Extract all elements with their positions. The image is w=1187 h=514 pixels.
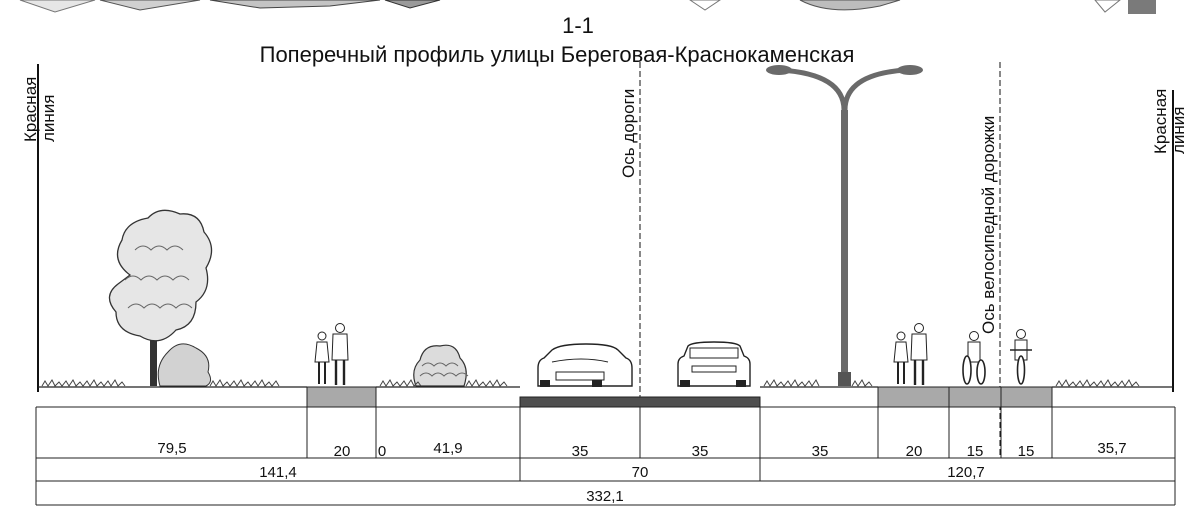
dim-left-total: 141,4 [259,464,297,481]
car-left [537,343,633,387]
dim-sidewalk-left: 20 [334,443,351,460]
dim-lane-2: 35 [692,443,709,460]
sidewalk-left [306,386,377,408]
dim-right-total: 120,7 [947,464,985,481]
street-lamp [766,65,923,386]
red-line-left-label-2: линия [39,94,58,142]
cyclist-right [1010,329,1032,385]
pedestrians-left [314,323,349,385]
car-right [677,341,751,387]
dimension-row-2: 141,4 70 120,7 [259,464,985,481]
dim-sidewalk-right: 20 [906,443,923,460]
bike-axis-label: Ось велосипедной дорожки [979,116,998,334]
dim-lawn-middle: 41,9 [433,440,462,457]
pedestrians-right [893,323,928,385]
cyclist-left [962,331,986,385]
dim-lawn-right: 35 [812,443,829,460]
tree-large [108,209,213,387]
dim-bike-lane-2: 15 [1018,443,1035,460]
drawing-title: Поперечный профиль улицы Береговая-Красн… [260,42,855,67]
ground-surface [38,379,1173,388]
section-number: 1-1 [562,13,594,38]
dim-lawn-far-right: 35,7 [1097,440,1126,457]
dim-overall-total: 332,1 [586,488,624,505]
roadway [519,396,761,408]
road-axis-label: Ось дороги [619,89,638,178]
dim-road-total: 70 [632,464,649,481]
cropped-artwork-top [19,0,1156,14]
dim-zero: 0 [378,443,386,460]
dimension-lines [35,406,1176,506]
sidewalk-right [877,386,950,408]
dimension-row-1: 79,5 20 0 41,9 35 35 35 20 15 15 35,7 [157,440,1126,460]
red-line-right-label-2: линия [1169,106,1187,154]
bike-lane-1 [948,386,1002,408]
dim-lawn-left: 79,5 [157,440,186,457]
red-line-left-label-1: Красная [21,77,40,142]
red-line-right-label-1: Красная [1151,89,1170,154]
shrub [413,344,469,387]
dim-bike-lane-1: 15 [967,443,984,460]
dim-lane-1: 35 [572,443,589,460]
bike-lane-2 [1000,386,1053,408]
